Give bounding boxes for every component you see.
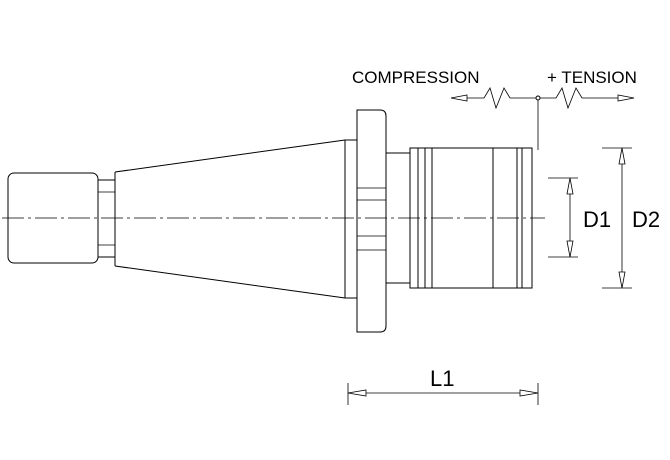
l1-right-arrow-icon bbox=[519, 389, 539, 397]
tension-label: + TENSION bbox=[547, 68, 637, 87]
compression-arrow-icon bbox=[450, 94, 468, 102]
l1-left-arrow-icon bbox=[347, 389, 367, 397]
d2-label: D2 bbox=[632, 207, 660, 232]
float-pivot-icon bbox=[535, 95, 541, 101]
tension-arrow-icon bbox=[617, 94, 635, 102]
d1-top-arrow-icon bbox=[566, 177, 574, 195]
d1-label: D1 bbox=[583, 207, 611, 232]
taper-body bbox=[114, 139, 357, 299]
d2-top-arrow-icon bbox=[618, 147, 626, 165]
d2-dimension: D2 bbox=[602, 147, 660, 289]
compression-label: COMPRESSION bbox=[352, 68, 480, 87]
front-sleeve bbox=[409, 147, 533, 289]
tension-zigzag-line bbox=[538, 87, 634, 110]
d2-bottom-arrow-icon bbox=[618, 271, 626, 289]
d1-bottom-arrow-icon bbox=[566, 240, 574, 258]
float-indicator: COMPRESSION + TENSION bbox=[352, 68, 637, 150]
flange bbox=[356, 109, 387, 333]
l1-dimension: L1 bbox=[347, 366, 539, 405]
l1-label: L1 bbox=[430, 366, 454, 391]
compression-zigzag-line bbox=[451, 87, 538, 110]
d1-dimension: D1 bbox=[548, 177, 611, 258]
